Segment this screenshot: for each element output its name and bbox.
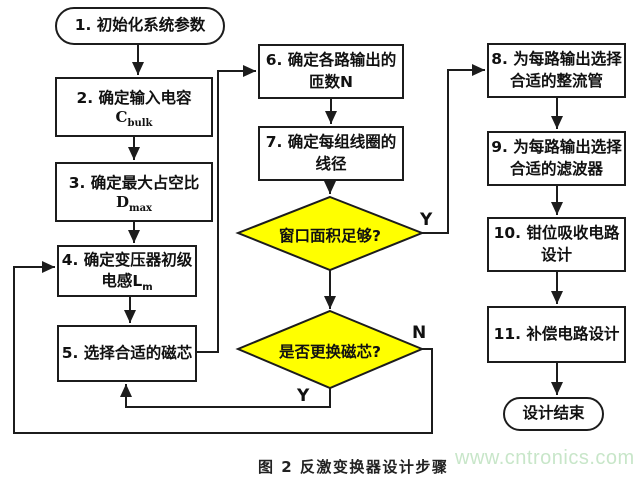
watermark-text: www.cntronics.com — [455, 447, 635, 469]
node-step6-line1: 6. 确定各路输出的 — [265, 51, 397, 70]
symbol-sub: m — [142, 282, 153, 294]
symbol-sub: max — [128, 203, 153, 215]
decision2-label: 是否更换磁芯? — [279, 343, 381, 361]
node-end: 设计结束 — [503, 397, 604, 431]
node-start: 1. 初始化系统参数 — [55, 7, 225, 45]
node-step9-line2: 合适的滤波器 — [509, 159, 603, 178]
node-end-label: 设计结束 — [522, 404, 585, 423]
node-step3-line1: 3. 确定最大占空比 — [68, 173, 200, 192]
node-step4-line2: 电感Lm — [101, 271, 153, 294]
symbol-sub: bulk — [127, 118, 153, 130]
edge-label-decision2-no: N — [412, 323, 427, 343]
node-step2-symbol: Cbulk — [115, 108, 153, 130]
node-step8-line2: 合适的整流管 — [509, 71, 603, 90]
edge-decision1-yes-step8 — [422, 64, 485, 234]
node-step11-label: 11. 补偿电路设计 — [493, 324, 620, 343]
node-step11: 11. 补偿电路设计 — [487, 306, 626, 363]
node-step3: 3. 确定最大占空比 Dmax — [55, 162, 213, 222]
node-step10: 10. 钳位吸收电路 设计 — [487, 217, 626, 272]
node-step10-line2: 设计 — [540, 245, 572, 264]
node-step8-line1: 8. 为每路输出选择 — [491, 50, 622, 69]
node-step4: 4. 确定变压器初级 电感Lm — [57, 245, 197, 297]
node-step4-line1: 4. 确定变压器初级 — [61, 250, 193, 269]
node-step9: 9. 为每路输出选择 合适的滤波器 — [487, 131, 626, 186]
node-step9-line1: 9. 为每路输出选择 — [491, 138, 622, 157]
node-step7: 7. 确定每组线圈的 线径 — [258, 126, 404, 181]
symbol-main: D — [115, 193, 129, 212]
node-step10-line1: 10. 钳位吸收电路 — [493, 224, 620, 243]
node-step7-line2: 线径 — [315, 154, 347, 173]
node-step2-line1: 2. 确定输入电容 — [76, 88, 192, 107]
node-step3-symbol: Dmax — [115, 193, 153, 215]
node-step8: 8. 为每路输出选择 合适的整流管 — [487, 43, 626, 98]
node-step6: 6. 确定各路输出的 匝数N — [258, 44, 404, 99]
edge-label-decision2-yes: Y — [297, 386, 310, 406]
node-step6-line2: 匝数N — [309, 72, 353, 91]
node-step5: 5. 选择合适的磁芯 — [57, 325, 197, 382]
symbol-main: C — [115, 108, 128, 127]
node-step2: 2. 确定输入电容 Cbulk — [55, 77, 213, 137]
node-start-label: 1. 初始化系统参数 — [74, 16, 206, 35]
node-step7-line1: 7. 确定每组线圈的 — [265, 133, 397, 152]
decision1-label: 窗口面积足够? — [279, 227, 381, 245]
inductance-symbol: 电感L — [101, 272, 143, 290]
figure-caption: 图 2 反激变换器设计步骤 — [258, 458, 449, 476]
edge-label-decision1-yes: Y — [420, 210, 433, 230]
node-step5-label: 5. 选择合适的磁芯 — [61, 343, 193, 362]
